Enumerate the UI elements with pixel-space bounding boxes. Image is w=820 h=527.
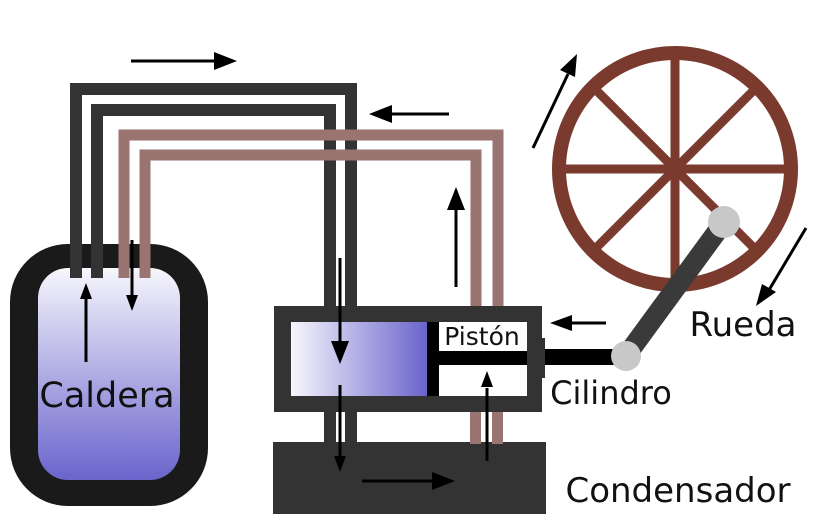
piston-head [427,322,439,396]
arrow-down-steam [331,258,349,364]
arrow-left-return [369,105,449,123]
condenser-pipes [324,410,503,444]
water-return-pipe [118,129,504,310]
arrow-left-rod [550,315,606,331]
arrow-right-top [131,52,237,70]
piston-rod [545,349,625,365]
arrow-up-boiler [80,283,92,362]
rod-pivot [611,341,641,371]
flow-arrows [80,52,808,490]
arrow-right-condenser [362,472,455,490]
boiler-water [38,268,180,480]
label-cilindro: Cilindro [550,374,672,412]
arrow-up-condenser [481,371,493,461]
arrow-down-boiler [126,240,138,311]
cylinder-seal [527,338,545,378]
label-condensador: Condensador [565,471,790,511]
cylinder [274,306,625,412]
label-piston: Pistón [444,322,519,351]
wheel [552,46,798,292]
arrow-wheel-down [756,227,808,306]
steam-supply-pipe [70,83,357,310]
boiler [10,244,208,506]
condenser [273,442,546,514]
arrow-wheel-up [531,54,577,149]
arrow-down-condenser [334,385,346,472]
arrow-up-return [447,187,465,287]
label-rueda: Rueda [690,305,797,345]
crank-pivot [708,206,740,238]
wheel-spokes [561,55,789,283]
piston-rod-inner [439,351,527,365]
connecting-rod [617,216,733,362]
label-caldera: Caldera [39,376,174,416]
cylinder-steam [291,322,427,396]
